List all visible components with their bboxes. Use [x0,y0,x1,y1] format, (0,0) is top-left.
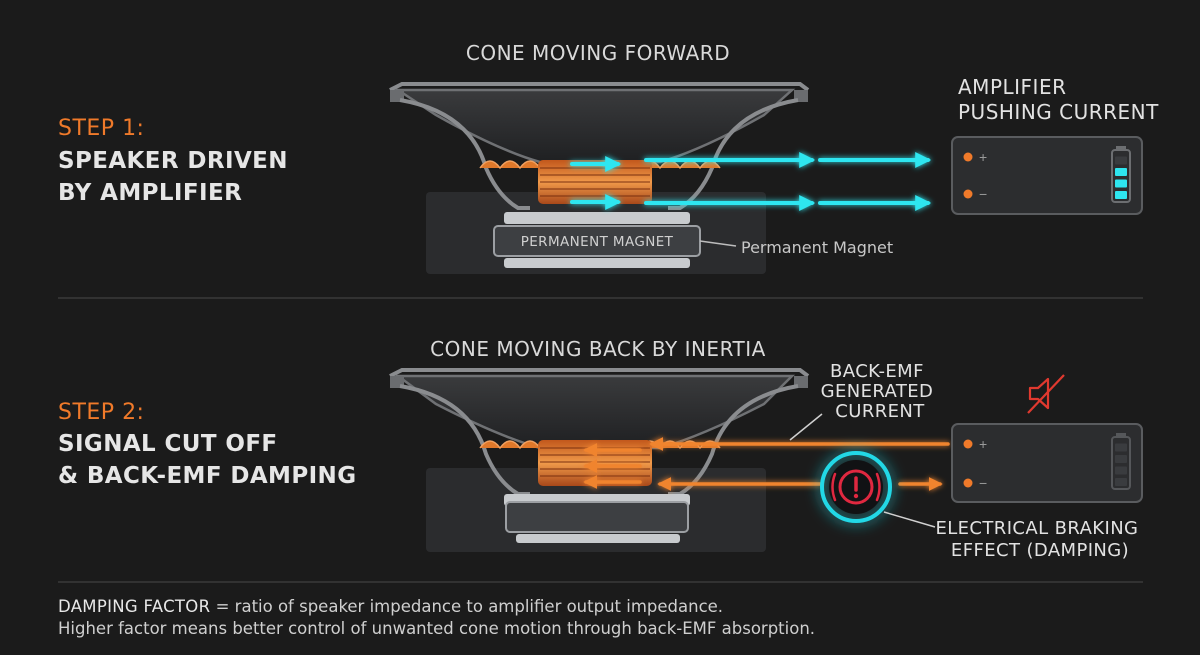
step1-title-line1: SPEAKER DRIVEN [58,148,288,174]
bottom-plate [504,258,690,268]
battery-cell [1115,191,1127,199]
speaker-step2 [389,368,810,552]
terminal-plus-dot [963,152,973,162]
step2-cone-label: CONE MOVING BACK BY INERTIA [430,337,766,361]
frame-basket-left [399,384,530,496]
braking-line1: ELECTRICAL BRAKING [935,518,1138,539]
voice-coil [538,440,652,486]
back-emf-line3: CURRENT [835,401,925,422]
damping-factor-definition: = ratio of speaker impedance to amplifie… [210,597,724,616]
terminal-minus: − [979,475,987,491]
back-emf-label: BACK-EMF GENERATED CURRENT [821,361,940,422]
warning-exclamation-icon [820,451,892,523]
damping-factor-note: DAMPING FACTOR = ratio of speaker impeda… [58,596,815,640]
warning-dot [853,493,859,499]
speaker-frame-rim [389,368,810,378]
battery-cells [1115,156,1127,199]
speaker-muted-icon [1027,374,1065,414]
battery-icon-empty [1111,433,1131,490]
magnet-label: PERMANENT MAGNET [521,234,674,250]
terminal-plus-dot [963,439,973,449]
magnet-callout-line [699,240,737,247]
terminal-minus-dot [963,189,973,199]
amplifier-body [951,136,1143,215]
step1-title-line2: BY AMPLIFIER [58,180,243,206]
step1-cone-label: CONE MOVING FORWARD [466,41,730,65]
terminal-minus: − [979,186,987,202]
warning-inner-ring [838,469,874,505]
battery-cell [1115,179,1127,188]
battery-cell [1115,168,1127,176]
battery-cells [1115,443,1127,486]
battery-icon-full [1111,146,1131,203]
step1-tag: STEP 1: [58,116,145,141]
damping-factor-term: DAMPING FACTOR [58,597,211,616]
step2-tag: STEP 2: [58,400,145,425]
battery-cell [1115,466,1127,475]
warning-brackets [831,472,881,502]
amplifier-step2: + − [951,423,1143,503]
amp-label-line1: AMPLIFIER [958,75,1066,99]
step2-title: SIGNAL CUT OFF & BACK-EMF DAMPING [58,428,357,492]
frame-basket-right [668,384,799,496]
terminal-plus: + [979,436,987,452]
speaker-frame-rim [389,82,810,92]
braking-callout-line [883,511,936,528]
voice-coil-windings [540,167,650,197]
top-plate [504,212,690,224]
terminal-minus-dot [963,478,973,488]
battery-cell [1115,478,1127,486]
bottom-plate [516,534,680,543]
step2-title-line2: & BACK-EMF DAMPING [58,463,357,489]
step1-title: SPEAKER DRIVEN BY AMPLIFIER [58,145,288,209]
back-emf-line2: GENERATED [821,381,934,402]
current-arrows-forward [570,152,932,211]
braking-label: ELECTRICAL BRAKING EFFECT (DAMPING) [935,518,1144,561]
damping-factor-line2: Higher factor means better control of un… [58,619,816,638]
terminal-plus: + [979,149,987,165]
amp-label: AMPLIFIER PUSHING CURRENT [958,75,1159,124]
warning-outer-ring [820,451,892,523]
battery-cell [1115,156,1127,165]
back-emf-arrows [583,437,950,491]
braking-line2: EFFECT (DAMPING) [951,540,1129,561]
battery-cell [1115,455,1127,463]
amp-label-line2: PUSHING CURRENT [958,100,1159,124]
step2-title-line1: SIGNAL CUT OFF [58,431,278,457]
battery-cell [1115,443,1127,452]
damping-factor-line1: DAMPING FACTOR = ratio of speaker impeda… [58,596,815,618]
amplifier-step1: + − [951,136,1143,215]
amplifier-body [951,423,1143,503]
back-emf-callout-line [789,413,823,441]
magnet-callout: Permanent Magnet [741,238,893,257]
back-emf-line1: BACK-EMF [830,361,924,382]
permanent-magnet [505,501,689,533]
